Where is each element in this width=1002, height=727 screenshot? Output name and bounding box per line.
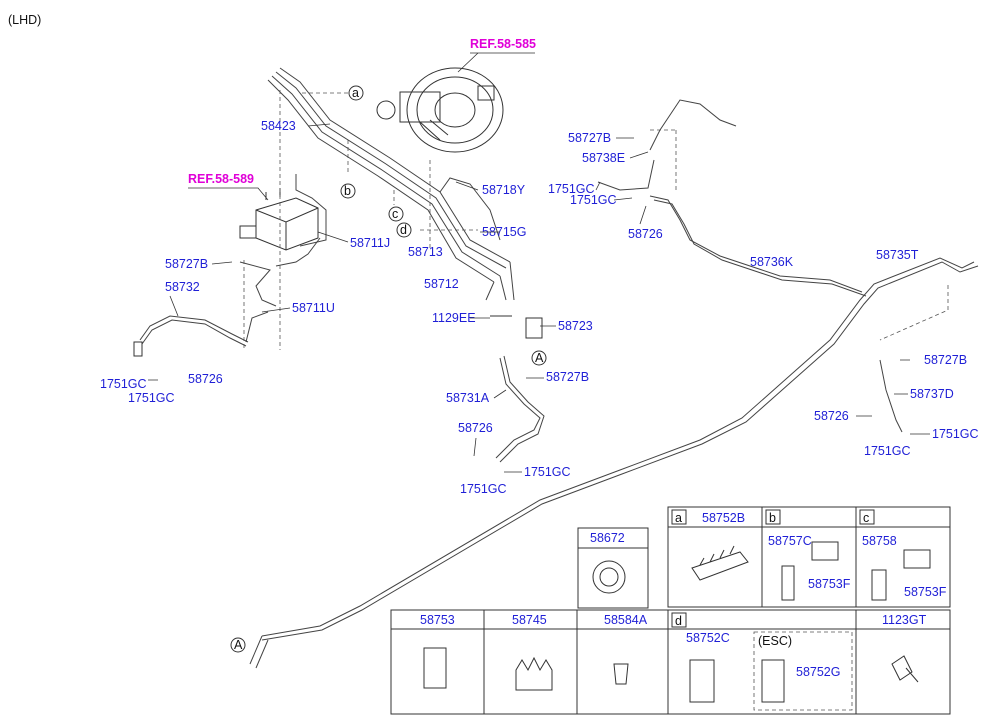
label-1751GC-5: 1751GC — [548, 182, 595, 196]
parts-table: 58672 a 58752B b 58757C 58753F c 58758 5… — [390, 506, 951, 715]
label-58735T: 58735T — [876, 248, 919, 262]
marker-a: a — [348, 85, 364, 101]
label-58723: 58723 — [558, 319, 593, 333]
label-58718Y: 58718Y — [482, 183, 526, 197]
label-58727B-1: 58727B — [165, 257, 208, 271]
marker-b: b — [340, 183, 356, 199]
marker-A-lower: A — [230, 637, 246, 653]
table-58745: 58745 — [512, 613, 547, 627]
table-esc: (ESC) — [758, 634, 792, 648]
table-1123GT: 1123GT — [882, 613, 927, 627]
label-1751GC-6: 1751GC — [570, 193, 617, 207]
label-58738E: 58738E — [582, 151, 625, 165]
variant-label: (LHD) — [8, 13, 41, 27]
marker-c: c — [388, 206, 404, 222]
table-58758: 58758 — [862, 534, 897, 548]
table-58753: 58753 — [420, 613, 455, 627]
svg-text:c: c — [392, 207, 398, 221]
label-1751GC-2: 1751GC — [128, 391, 175, 405]
svg-text:b: b — [769, 511, 776, 525]
label-1751GC-8: 1751GC — [864, 444, 911, 458]
label-58732: 58732 — [165, 280, 200, 294]
label-58736K: 58736K — [750, 255, 794, 269]
front-brake-tubes — [239, 67, 515, 307]
ref-58-589: REF.58-589 — [188, 172, 254, 186]
label-1751GC-4: 1751GC — [460, 482, 507, 496]
abs-module — [239, 188, 319, 251]
label-58731A: 58731A — [446, 391, 490, 405]
rear-brake-tube — [249, 257, 979, 669]
label-58726-4: 58726 — [814, 409, 849, 423]
svg-text:b: b — [344, 184, 351, 198]
svg-text:d: d — [675, 614, 682, 628]
table-58752G: 58752G — [796, 665, 840, 679]
label-58726-1: 58726 — [188, 372, 223, 386]
label-1129EE: 1129EE — [432, 311, 476, 325]
rear-upper-tube — [597, 99, 903, 433]
left-front-hose — [133, 311, 269, 357]
label-58737D: 58737D — [910, 387, 954, 401]
svg-text:a: a — [352, 86, 359, 100]
label-58726-3: 58726 — [628, 227, 663, 241]
label-58712: 58712 — [424, 277, 459, 291]
svg-text:c: c — [863, 511, 869, 525]
label-58715G: 58715G — [482, 225, 526, 239]
label-58423: 58423 — [261, 119, 296, 133]
label-1751GC-1: 1751GC — [100, 377, 147, 391]
svg-text:d: d — [400, 223, 407, 237]
label-58711U: 58711U — [292, 301, 335, 315]
label-58727B-4: 58727B — [924, 353, 967, 367]
table-58672: 58672 — [590, 531, 625, 545]
center-hose — [490, 315, 545, 463]
label-1751GC-7: 1751GC — [932, 427, 979, 441]
svg-text:a: a — [675, 511, 682, 525]
table-58584A: 58584A — [604, 613, 648, 627]
label-1751GC-3: 1751GC — [524, 465, 571, 479]
label-58727B-3: 58727B — [568, 131, 611, 145]
svg-text:A: A — [234, 638, 243, 652]
table-58753F-1: 58753F — [808, 577, 851, 591]
svg-text:A: A — [535, 351, 544, 365]
table-58757C: 58757C — [768, 534, 812, 548]
brake-booster — [376, 67, 504, 153]
table-58753F-2: 58753F — [904, 585, 947, 599]
marker-d: d — [396, 222, 412, 238]
label-58726-2: 58726 — [458, 421, 493, 435]
label-58727B-2: 58727B — [546, 370, 589, 384]
label-58713: 58713 — [408, 245, 443, 259]
marker-A-upper: A — [531, 350, 547, 366]
table-58752B: 58752B — [702, 511, 745, 525]
label-58711J: 58711J — [350, 236, 390, 250]
ref-58-585: REF.58-585 — [470, 37, 536, 51]
table-58752C: 58752C — [686, 631, 730, 645]
